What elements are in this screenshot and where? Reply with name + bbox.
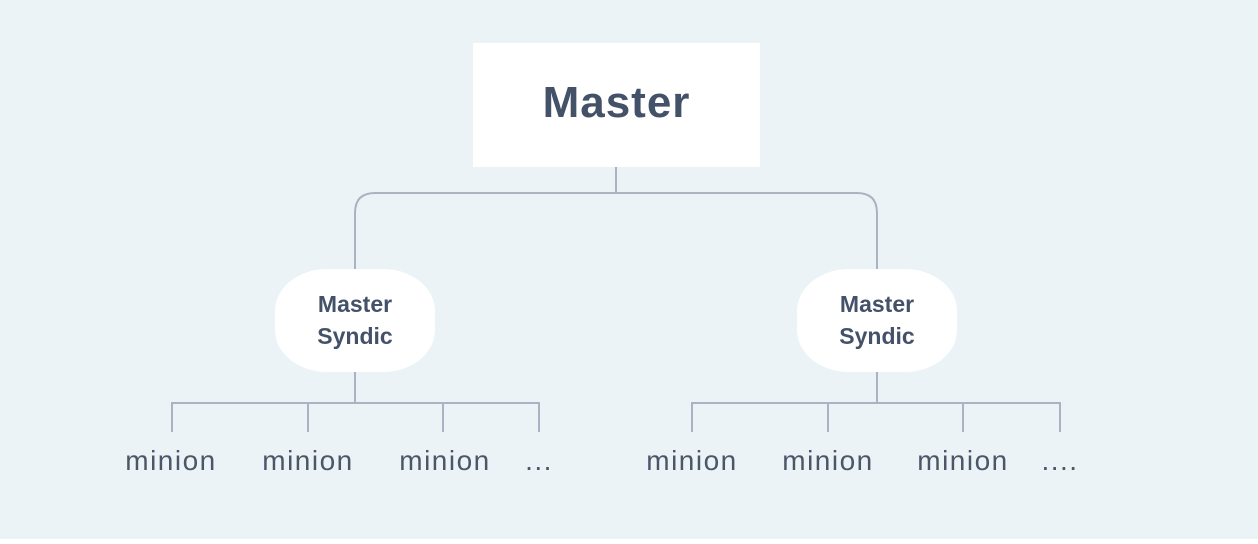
minion-ellipsis-label: .... (1041, 445, 1079, 476)
master-node: Master (473, 43, 760, 167)
syndic-left-label: Master Syndic (317, 291, 393, 349)
bottom-edge-strip (0, 539, 1258, 544)
left-minions-bracket (171, 402, 540, 432)
minion-label: minion (646, 445, 738, 476)
syndic-node-right: Master Syndic (797, 269, 957, 372)
minion-label: minion (262, 445, 354, 476)
minion-label: minion (399, 445, 491, 476)
master-to-syndics-bracket (354, 192, 878, 270)
right-minions-bracket (691, 402, 1061, 432)
syndic-node-left: Master Syndic (275, 269, 435, 372)
minion-label: minion (917, 445, 1009, 476)
minion-label: minion (782, 445, 874, 476)
minion-label: minion (125, 445, 217, 476)
syndic-right-label: Master Syndic (839, 291, 915, 349)
minion-ellipsis-label: ... (525, 445, 553, 476)
master-label: Master (542, 78, 691, 127)
